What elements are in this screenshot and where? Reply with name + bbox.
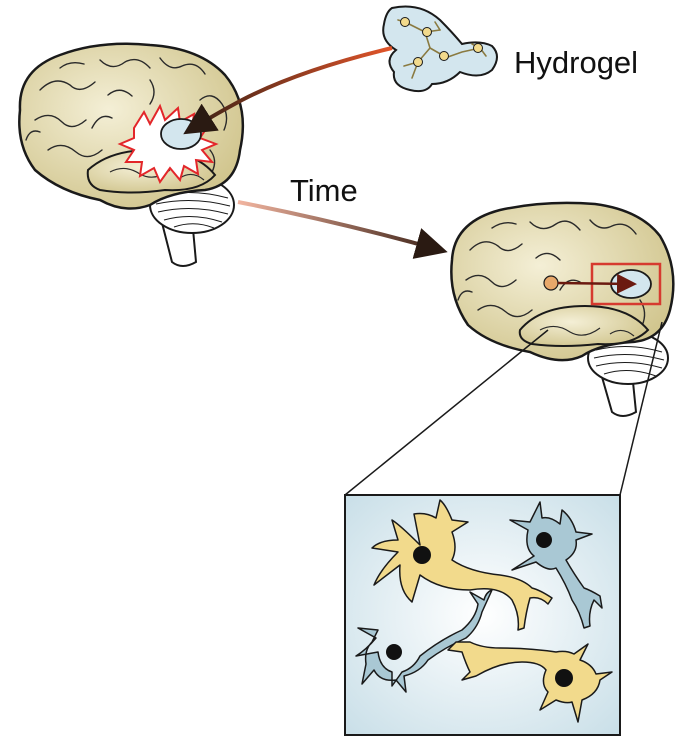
time-arrow (237, 200, 448, 259)
injection-arrow (183, 46, 393, 135)
hydrogel-blob-icon (382, 5, 498, 93)
nucleus (555, 669, 573, 687)
gyri-lines (25, 57, 228, 173)
nucleus (536, 532, 552, 548)
nucleus (386, 644, 402, 660)
brain-before (18, 42, 245, 267)
hydrogel-label: Hydrogel (514, 45, 639, 80)
neuron-icon (509, 501, 603, 629)
lesion-hydrogel (160, 118, 202, 150)
nucleus (413, 546, 431, 564)
neuron-icon (355, 589, 493, 693)
migration-arrow (557, 273, 637, 294)
zoom-line-right (619, 321, 663, 496)
time-label: Time (290, 173, 358, 208)
hydrogel-cells (400, 17, 483, 67)
neuron-icon (447, 641, 613, 723)
zoom-line-left (344, 329, 549, 496)
zoom-panel (344, 494, 621, 736)
brain-after (450, 201, 675, 417)
host-cell (543, 275, 559, 291)
neuron-icon (371, 499, 553, 631)
